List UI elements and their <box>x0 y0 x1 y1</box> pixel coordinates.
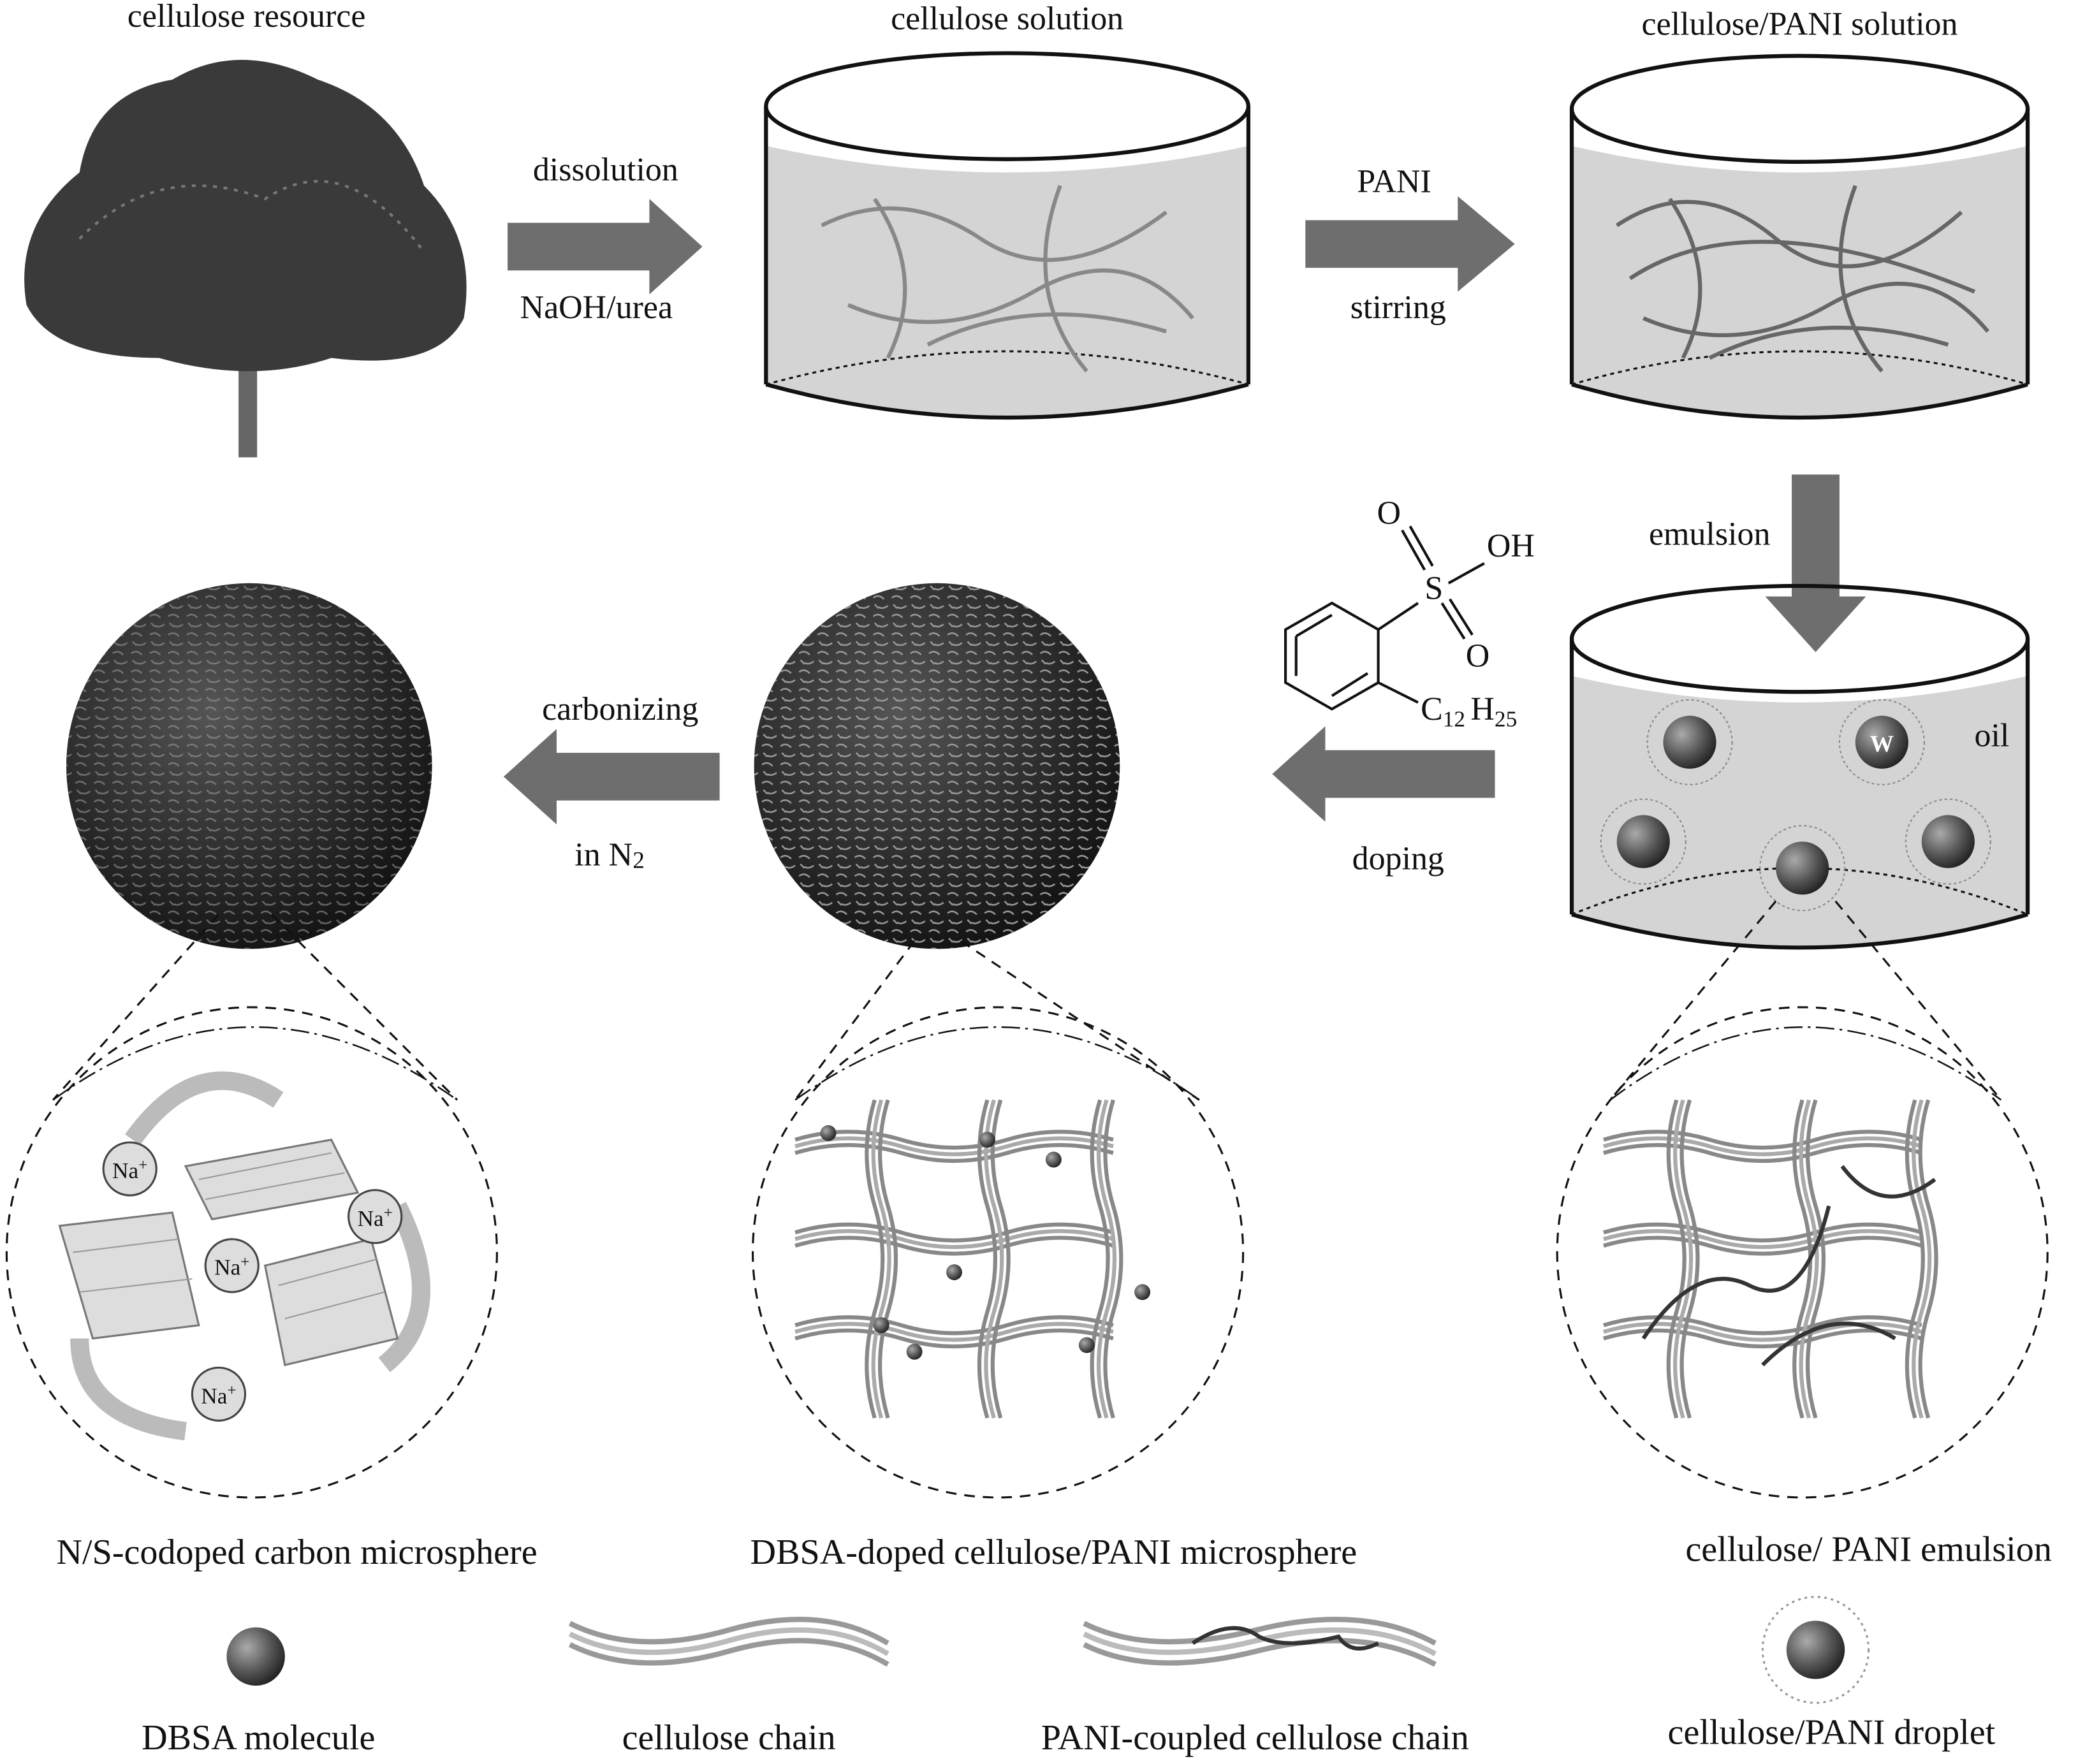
dbsa-structure <box>1284 525 1485 711</box>
label-doping: doping <box>1352 841 1444 877</box>
beaker-cellulose-solution <box>764 51 1251 420</box>
na-ion: Na+ <box>102 1141 157 1197</box>
na-ion: Na+ <box>204 1238 260 1294</box>
beaker-cellulose-pani-solution <box>1569 54 2030 420</box>
pani-coupled-chain-icon <box>1083 1617 1437 1667</box>
label-carbonizing: carbonizing <box>542 691 698 727</box>
label-emulsion: emulsion <box>1649 516 1771 553</box>
caption-dbsa-microsphere: DBSA-doped cellulose/PANI microsphere <box>750 1533 1357 1572</box>
carbon-microsphere <box>66 583 432 949</box>
pani-mesh-detail <box>1604 1100 1936 1418</box>
arrow-dissolution <box>508 199 703 295</box>
carbon-sheets-detail <box>58 1071 431 1441</box>
na-ion: Na+ <box>348 1189 403 1244</box>
beaker-emulsion <box>1569 583 2030 950</box>
na-ion: Na+ <box>191 1366 247 1422</box>
label-stirring: stirring <box>1350 289 1446 326</box>
arrow-doping <box>1272 726 1495 822</box>
label-oil: oil <box>1974 717 2009 754</box>
label-cellulose-pani-solution: cellulose/PANI solution <box>1642 6 1958 42</box>
chem-s: S <box>1424 571 1443 607</box>
svg-text:Na+: Na+ <box>358 1204 393 1230</box>
label-cellulose-solution: cellulose solution <box>891 1 1123 37</box>
legend-dbsa-molecule: DBSA molecule <box>142 1718 375 1758</box>
svg-text:Na+: Na+ <box>214 1253 249 1279</box>
cellulose-chain-icon <box>568 1617 889 1667</box>
label-naoh-urea: NaOH/urea <box>520 289 673 326</box>
chem-o-bottom: O <box>1466 638 1490 674</box>
label-pani: PANI <box>1357 164 1431 200</box>
arrow-pani <box>1305 196 1515 292</box>
droplet-icon <box>1761 1596 1870 1704</box>
label-dissolution: dissolution <box>533 152 678 188</box>
zoom-lines <box>5 900 2049 1499</box>
chem-oh: OH <box>1487 528 1535 564</box>
arrow-emulsion <box>1765 474 1866 652</box>
dbsa-cellulose-pani-microsphere <box>754 583 1120 949</box>
label-water: W <box>1870 731 1894 757</box>
label-cellulose-resource: cellulose resource <box>128 0 366 34</box>
label-in-n2: in N2 <box>574 837 645 874</box>
arrow-carbonizing <box>503 729 720 825</box>
legend-droplet: cellulose/PANI droplet <box>1668 1713 1996 1753</box>
tree-icon <box>24 59 467 458</box>
legend-cellulose-chain: cellulose chain <box>622 1718 836 1758</box>
svg-text:Na+: Na+ <box>112 1157 147 1183</box>
chem-o-top: O <box>1377 495 1401 531</box>
legend-pani-chain: PANI-coupled cellulose chain <box>1041 1718 1469 1758</box>
svg-text:Na+: Na+ <box>201 1382 236 1408</box>
dbsa-molecule-icon <box>226 1627 285 1686</box>
dbsa-mesh-detail <box>795 1100 1151 1418</box>
caption-pani-emulsion: cellulose/ PANI emulsion <box>1685 1530 2052 1570</box>
caption-carbon-microsphere: N/S-codoped carbon microsphere <box>57 1533 538 1572</box>
